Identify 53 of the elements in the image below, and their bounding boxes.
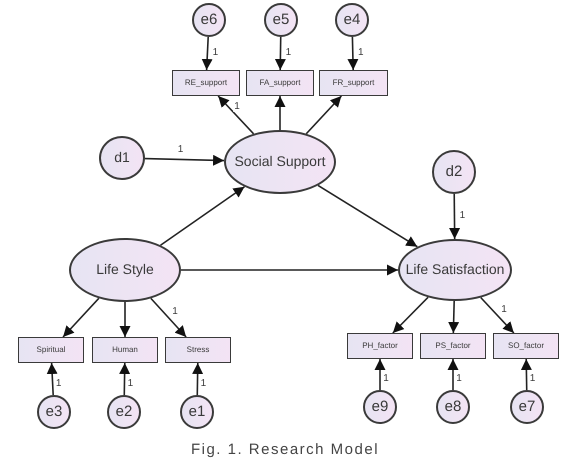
latent-variable-ellipse: Life Satisfaction (398, 239, 512, 301)
arrow (150, 298, 187, 338)
arrow (306, 95, 342, 134)
edge-label: 1 (200, 378, 208, 389)
indicator-box: FA_support (246, 70, 314, 96)
arrow (119, 362, 130, 396)
error-term-circle: e1 (180, 395, 214, 429)
arrow (347, 36, 358, 70)
edge-label: 1 (233, 102, 241, 112)
arrow (449, 194, 460, 239)
arrow (480, 297, 514, 334)
error-term-circle: e3 (37, 395, 71, 429)
indicator-box: PH_factor (347, 333, 413, 359)
error-term-circle: e8 (436, 390, 470, 424)
edge-label: 1 (54, 378, 62, 389)
arrow (318, 184, 418, 248)
edge-label: 1 (500, 304, 508, 315)
edge-label: 1 (126, 378, 134, 389)
error-term-circle: e9 (363, 390, 397, 424)
arrow (448, 359, 458, 390)
arrow (448, 300, 460, 334)
arrow (144, 154, 224, 166)
arrow (274, 36, 286, 70)
error-term-circle: e7 (510, 390, 544, 424)
arrow (218, 95, 254, 134)
indicator-box: SO_factor (493, 333, 559, 359)
arrow (120, 302, 130, 337)
arrow (274, 96, 286, 130)
arrow (160, 186, 245, 246)
arrow (392, 296, 429, 334)
error-term-circle: e4 (335, 3, 369, 37)
indicator-box: PS_factor (420, 333, 486, 359)
arrow (181, 264, 398, 276)
figure-caption: Fig. 1. Research Model (190, 441, 380, 458)
edge-label: 1 (171, 306, 179, 317)
error-term-circle: d2 (432, 150, 476, 194)
arrow (374, 359, 386, 390)
latent-variable-ellipse: Life Style (69, 238, 181, 302)
indicator-box: RE_support (172, 70, 240, 96)
arrow (192, 362, 204, 396)
latent-variable-ellipse: d1 (99, 136, 145, 180)
arrow (62, 298, 100, 338)
indicator-box: FR_support (319, 70, 388, 96)
arrow (520, 358, 532, 390)
arrow (202, 36, 213, 70)
error-term-circle: e6 (192, 3, 226, 37)
latent-variable-ellipse: Social Support (224, 130, 336, 194)
arrow (46, 362, 58, 396)
indicator-box: Stress (165, 337, 231, 363)
indicator-box: Spiritual (18, 337, 84, 363)
indicator-box: Human (92, 337, 158, 363)
error-term-circle: e5 (264, 3, 298, 37)
error-term-circle: e2 (107, 395, 141, 429)
